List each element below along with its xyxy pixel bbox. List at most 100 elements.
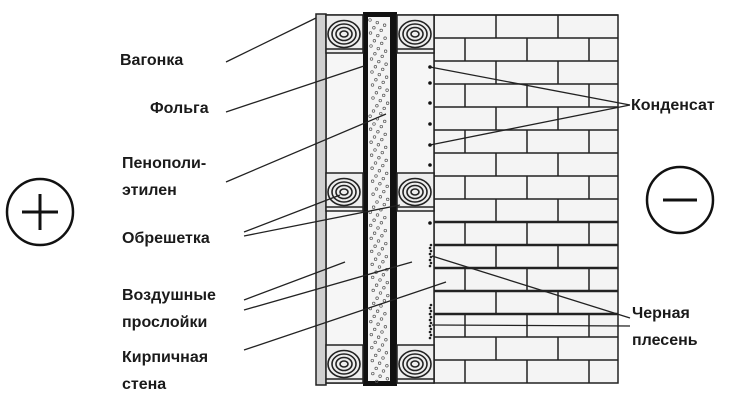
foam-bubble (378, 374, 382, 378)
foam-bubble (369, 153, 374, 157)
mold-spot (429, 255, 433, 259)
foam-bubble (376, 46, 380, 51)
label-vozdushnye-line1: Воздушные (122, 287, 216, 304)
polyethylene-foam (368, 17, 390, 381)
foam-bubble (375, 104, 379, 108)
foam-bubble (373, 148, 377, 152)
warm-side-plus-icon (5, 177, 75, 247)
mold-spot (428, 246, 432, 250)
foam-bubble (385, 88, 389, 92)
foam-bubble (380, 137, 384, 142)
foam-texture (368, 18, 390, 384)
foam-bubble (378, 195, 383, 199)
foam-bubble (380, 234, 384, 238)
foam-bubble (373, 327, 377, 332)
foam-bubble (378, 98, 382, 103)
foam-bubble (378, 278, 382, 282)
foam-bubble (373, 244, 377, 248)
mold-spot (429, 321, 433, 325)
foam-bubble (369, 140, 373, 144)
foam-bubble (383, 49, 388, 53)
foam-bubble (383, 325, 388, 329)
foam-bubble (373, 257, 378, 261)
foam-bubble (379, 111, 383, 116)
foam-bubble (378, 85, 382, 90)
foam-bubble (376, 130, 380, 134)
label-vagonka: Вагонка (120, 52, 183, 69)
foam-bubble (373, 65, 378, 69)
foam-bubble (378, 291, 383, 295)
foam-bubble (379, 317, 384, 321)
foam-bubble (381, 260, 385, 264)
condensate-drop (428, 221, 432, 225)
foam-bubble (379, 221, 384, 225)
foam-bubble (372, 218, 376, 222)
mold-spot (428, 330, 432, 334)
foam-bubble (380, 41, 384, 46)
foam-bubble (368, 18, 372, 22)
foam-bubble (379, 28, 383, 33)
foam-bubble (385, 171, 389, 176)
foam-bubble (384, 351, 389, 355)
foam-bubble (377, 59, 381, 64)
mold-spot (429, 303, 433, 307)
foam-bubble (374, 174, 378, 178)
foam-bubble (381, 163, 385, 168)
label-vozdushnye-line2: прослойки (122, 314, 207, 331)
label-obreshetka: Обрешетка (122, 230, 210, 247)
label-plesen-line2: плесень (632, 332, 698, 349)
foam-bubble (370, 83, 375, 87)
foam-bubble (375, 20, 379, 25)
foam-bubble (375, 379, 379, 384)
foam-bubble (371, 109, 376, 113)
batten (396, 172, 435, 212)
foam-bubble (370, 179, 375, 183)
mold-spot (429, 333, 433, 337)
foam-bubble (377, 361, 382, 365)
foam-bubble (381, 67, 385, 72)
label-plesen-line1: Черная (632, 305, 690, 322)
foam-bubble (374, 366, 378, 371)
foam-bubble (372, 135, 377, 139)
foam-bubble (370, 358, 374, 363)
foam-bubble (371, 192, 375, 196)
condensate-drop (428, 163, 432, 167)
foam-bubble (372, 301, 376, 306)
foam-bubble (372, 26, 376, 30)
battens (325, 14, 435, 384)
foam-bubble (385, 364, 389, 368)
mold-spot (428, 336, 432, 340)
mold-spot (429, 309, 433, 313)
foam-bubble (369, 332, 373, 337)
foam-bubble (370, 70, 374, 74)
mold-spot (428, 264, 432, 268)
foam-bubble (377, 348, 381, 352)
foam-bubble (374, 187, 379, 191)
foam-bubble (380, 54, 384, 59)
foam-bubble (385, 184, 389, 189)
leader-lines (225, 17, 631, 351)
label-kondensat: Конденсат (631, 97, 715, 114)
foam-bubble (383, 36, 387, 40)
label-penopolietilen-line2: этилен (122, 182, 177, 199)
foam-bubble (372, 231, 377, 235)
batten (325, 14, 364, 54)
foam-bubble (383, 312, 387, 316)
foam-bubble (380, 150, 384, 155)
foam-bubble (381, 80, 385, 85)
foam-bubble (374, 353, 378, 358)
foam-bubble (381, 356, 385, 360)
mold-spot (428, 312, 432, 316)
mold-spot (428, 306, 432, 310)
foam-bubble (379, 124, 383, 129)
foam-bubble (378, 182, 382, 186)
foam-bubble (376, 33, 380, 38)
foam-bubble (379, 304, 383, 308)
foam-bubble (371, 288, 375, 293)
foam-bubble (369, 57, 374, 61)
foam-bubble (370, 345, 374, 350)
foam-bubble (384, 338, 388, 342)
foam-bubble (376, 239, 381, 243)
mold-spot (429, 243, 433, 247)
